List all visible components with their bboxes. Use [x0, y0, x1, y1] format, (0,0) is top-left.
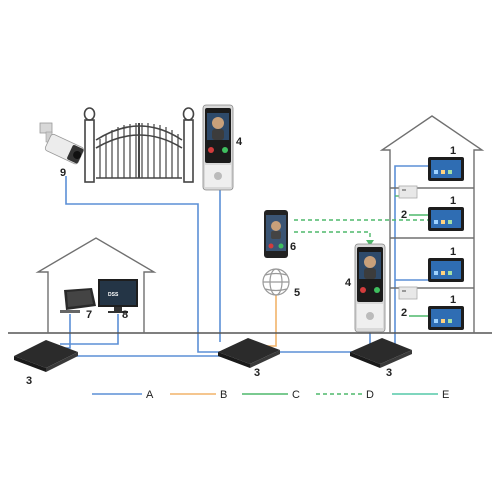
label-distributor-lower: 2 [401, 307, 407, 319]
indoor-monitor-1 [428, 157, 464, 181]
distributor-upper [398, 185, 418, 199]
legend: A B C D E [92, 389, 449, 401]
label-indoor-monitor-3: 1 [450, 246, 456, 258]
cables-a [48, 165, 430, 357]
arrowhead-down [366, 240, 374, 246]
door-station-building [354, 243, 386, 333]
legend-label-b: B [220, 389, 227, 401]
indoor-monitor-3 [428, 258, 464, 282]
label-switch-middle: 3 [254, 367, 260, 379]
gate [83, 107, 195, 183]
label-door-station-building: 4 [345, 277, 352, 289]
legend-label-d: D [366, 389, 374, 401]
label-ip-camera: 9 [60, 167, 66, 179]
label-switch-left: 3 [26, 375, 32, 387]
label-indoor-monitor-1: 1 [450, 145, 456, 157]
label-indoor-monitor-4: 1 [450, 294, 456, 306]
internet-globe [262, 268, 290, 296]
cable-monitor-switch [60, 314, 119, 345]
dss-monitor: DSS [98, 279, 138, 313]
label-mobile-app: 6 [290, 241, 296, 253]
indoor-monitor-2 [428, 207, 464, 231]
cables-d [294, 219, 430, 240]
legend-label-e: E [442, 389, 449, 401]
label-internet: 5 [294, 287, 300, 299]
network-switch-right [350, 338, 412, 368]
link-phone-doorstation [294, 231, 371, 240]
label-switch-right: 3 [386, 367, 392, 379]
network-switch-middle [218, 338, 280, 368]
label-indoor-monitor-2: 1 [450, 195, 456, 207]
network-switch-left [14, 340, 78, 372]
left-house [35, 237, 157, 333]
label-management-pc: 7 [86, 309, 92, 321]
dss-screen-text: DSS [108, 292, 119, 298]
legend-label-a: A [146, 389, 154, 401]
mobile-phone [264, 210, 288, 258]
legend-label-c: C [292, 389, 300, 401]
ip-camera [39, 122, 84, 165]
distributor-lower [398, 286, 418, 300]
cable-camera-switch [65, 176, 222, 353]
label-distributor-upper: 2 [401, 209, 407, 221]
cable-internet-switch [266, 295, 277, 347]
label-dss-monitor: 8 [122, 309, 128, 321]
label-door-station-gate: 4 [236, 136, 243, 148]
management-pc [60, 288, 96, 313]
indoor-monitor-4 [428, 306, 464, 330]
door-station-gate [202, 104, 234, 191]
